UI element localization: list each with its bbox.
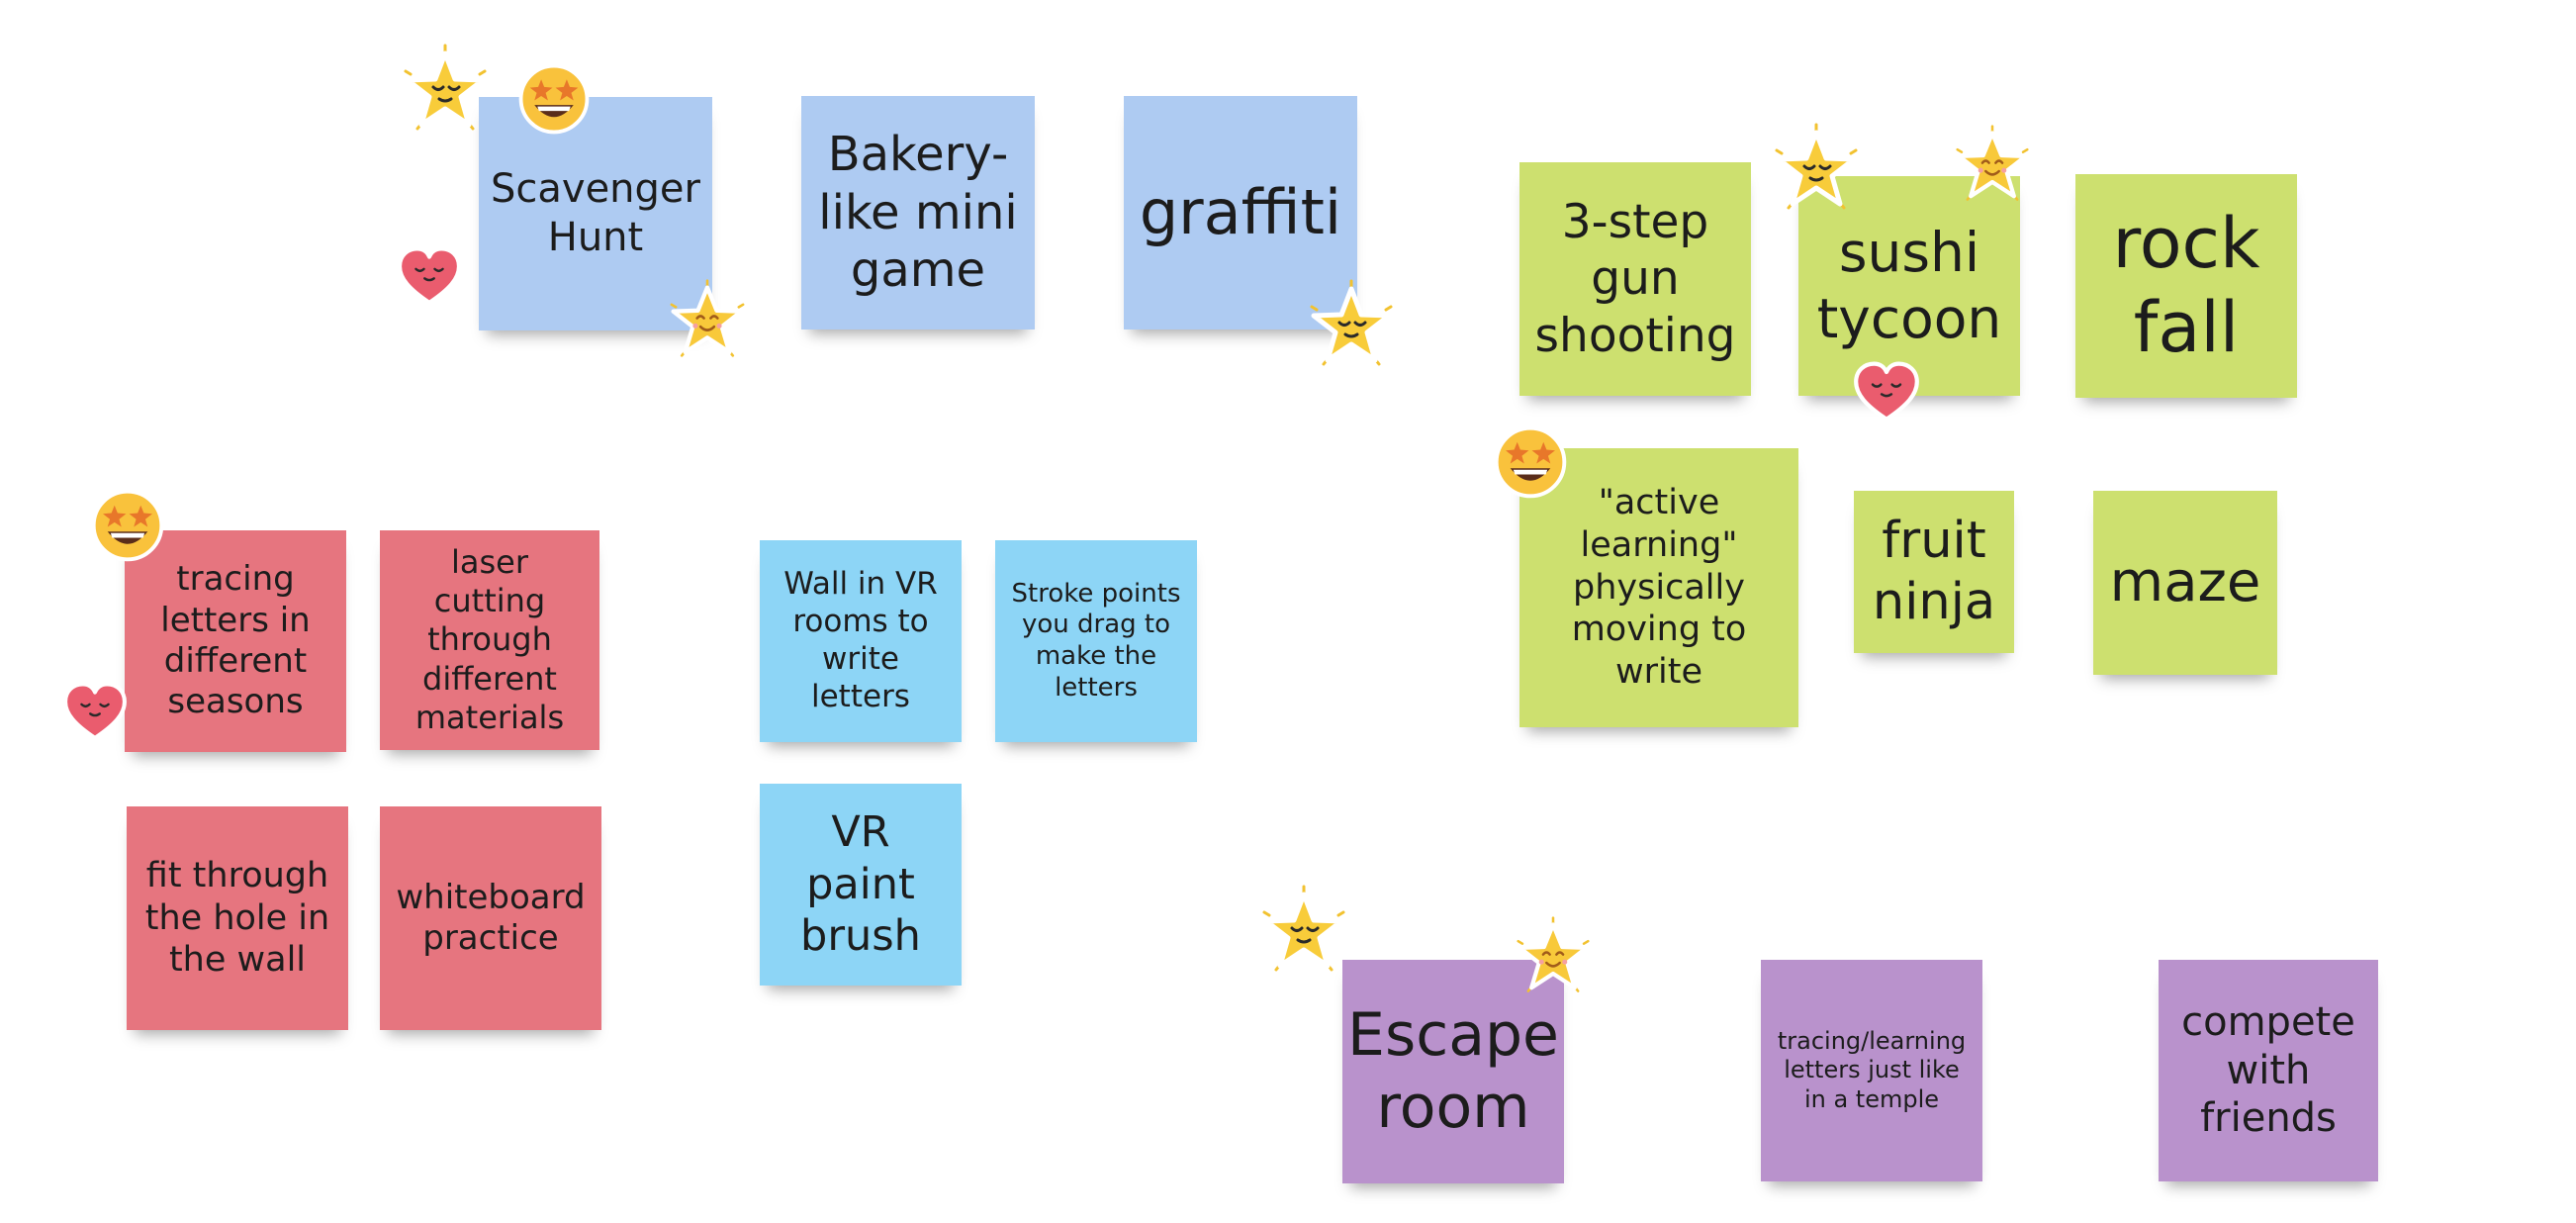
sticky-note-bakery-mini-game[interactable]: Bakery- like mini game <box>801 96 1035 329</box>
star-smile-face-icon <box>665 279 750 364</box>
sticky-note-whiteboard-practice[interactable]: whiteboard practice <box>380 806 601 1030</box>
heart-face-icon <box>1852 358 1921 427</box>
sticky-note-laser-cutting[interactable]: laser cutting through different material… <box>380 530 599 750</box>
heart-face-icon <box>396 243 463 311</box>
sticky-note-sushi-tycoon[interactable]: sushi tycoon <box>1798 176 2020 396</box>
sticky-note-text: Escape room <box>1347 999 1559 1142</box>
sticky-note-text: Bakery- like mini game <box>818 127 1018 299</box>
sticky-note-vr-paint-brush[interactable]: VR paint brush <box>760 784 962 986</box>
star-struck-emoji-icon <box>89 487 166 564</box>
star-calm-face-icon <box>1767 121 1866 220</box>
sticky-note-maze[interactable]: maze <box>2093 491 2277 675</box>
sticky-note-fruit-ninja[interactable]: fruit ninja <box>1854 491 2014 653</box>
sticky-note-scavenger-hunt[interactable]: Scavenger Hunt <box>479 97 712 330</box>
sticky-note-rock-fall[interactable]: rock fall <box>2075 174 2297 398</box>
star-calm-face-icon <box>396 42 495 141</box>
sticky-note-escape-room[interactable]: Escape room <box>1342 960 1564 1183</box>
sticky-note-text: VR paint brush <box>800 807 921 962</box>
heart-face-icon <box>61 679 129 746</box>
sticky-note-stroke-points[interactable]: Stroke points you drag to make the lette… <box>995 540 1197 742</box>
sticky-note-tracing-temple[interactable]: tracing/learning letters just like in a … <box>1761 960 1982 1181</box>
sticky-note-text: tracing letters in different seasons <box>160 559 311 722</box>
sticky-note-text: whiteboard practice <box>396 877 586 958</box>
sticky-note-text: fruit ninja <box>1872 511 1996 631</box>
star-smile-face-icon <box>1951 125 2034 208</box>
star-struck-emoji-icon <box>1492 423 1569 501</box>
star-struck-emoji-icon <box>516 61 592 137</box>
sticky-note-wall-in-vr-rooms[interactable]: Wall in VR rooms to write letters <box>760 540 962 742</box>
star-smile-face-icon <box>1512 916 1595 999</box>
sticky-note-fit-through-hole[interactable]: fit through the hole in the wall <box>127 806 348 1030</box>
star-calm-face-icon <box>1254 883 1353 982</box>
sticky-note-active-learning[interactable]: "active learning" physically moving to w… <box>1519 448 1798 727</box>
star-calm-face-icon <box>1302 277 1401 376</box>
sticky-note-tracing-letters-seasons[interactable]: tracing letters in different seasons <box>125 530 346 752</box>
sticky-note-3-step-gun-shooting[interactable]: 3-step gun shooting <box>1519 162 1751 396</box>
sticky-note-text: 3-step gun shooting <box>1534 195 1736 363</box>
sticky-note-text: graffiti <box>1139 176 1342 249</box>
sticky-note-text: Stroke points you drag to make the lette… <box>1011 578 1181 703</box>
sticky-note-text: Wall in VR rooms to write letters <box>783 566 938 714</box>
sticky-note-text: maze <box>2109 549 2261 614</box>
sticky-note-text: tracing/learning letters just like in a … <box>1777 1027 1967 1113</box>
sticky-note-text: Scavenger Hunt <box>491 166 700 260</box>
sticky-note-text: compete with friends <box>2181 998 2355 1142</box>
sticky-note-text: "active learning" physically moving to w… <box>1571 483 1747 693</box>
sticky-note-graffiti[interactable]: graffiti <box>1124 96 1357 329</box>
sticky-note-compete-with-friends[interactable]: compete with friends <box>2159 960 2378 1181</box>
sticky-note-text: laser cutting through different material… <box>414 543 565 736</box>
sticky-note-text: sushi tycoon <box>1816 220 2002 350</box>
sticky-note-text: rock fall <box>2112 202 2260 368</box>
sticky-note-text: fit through the hole in the wall <box>144 855 330 981</box>
